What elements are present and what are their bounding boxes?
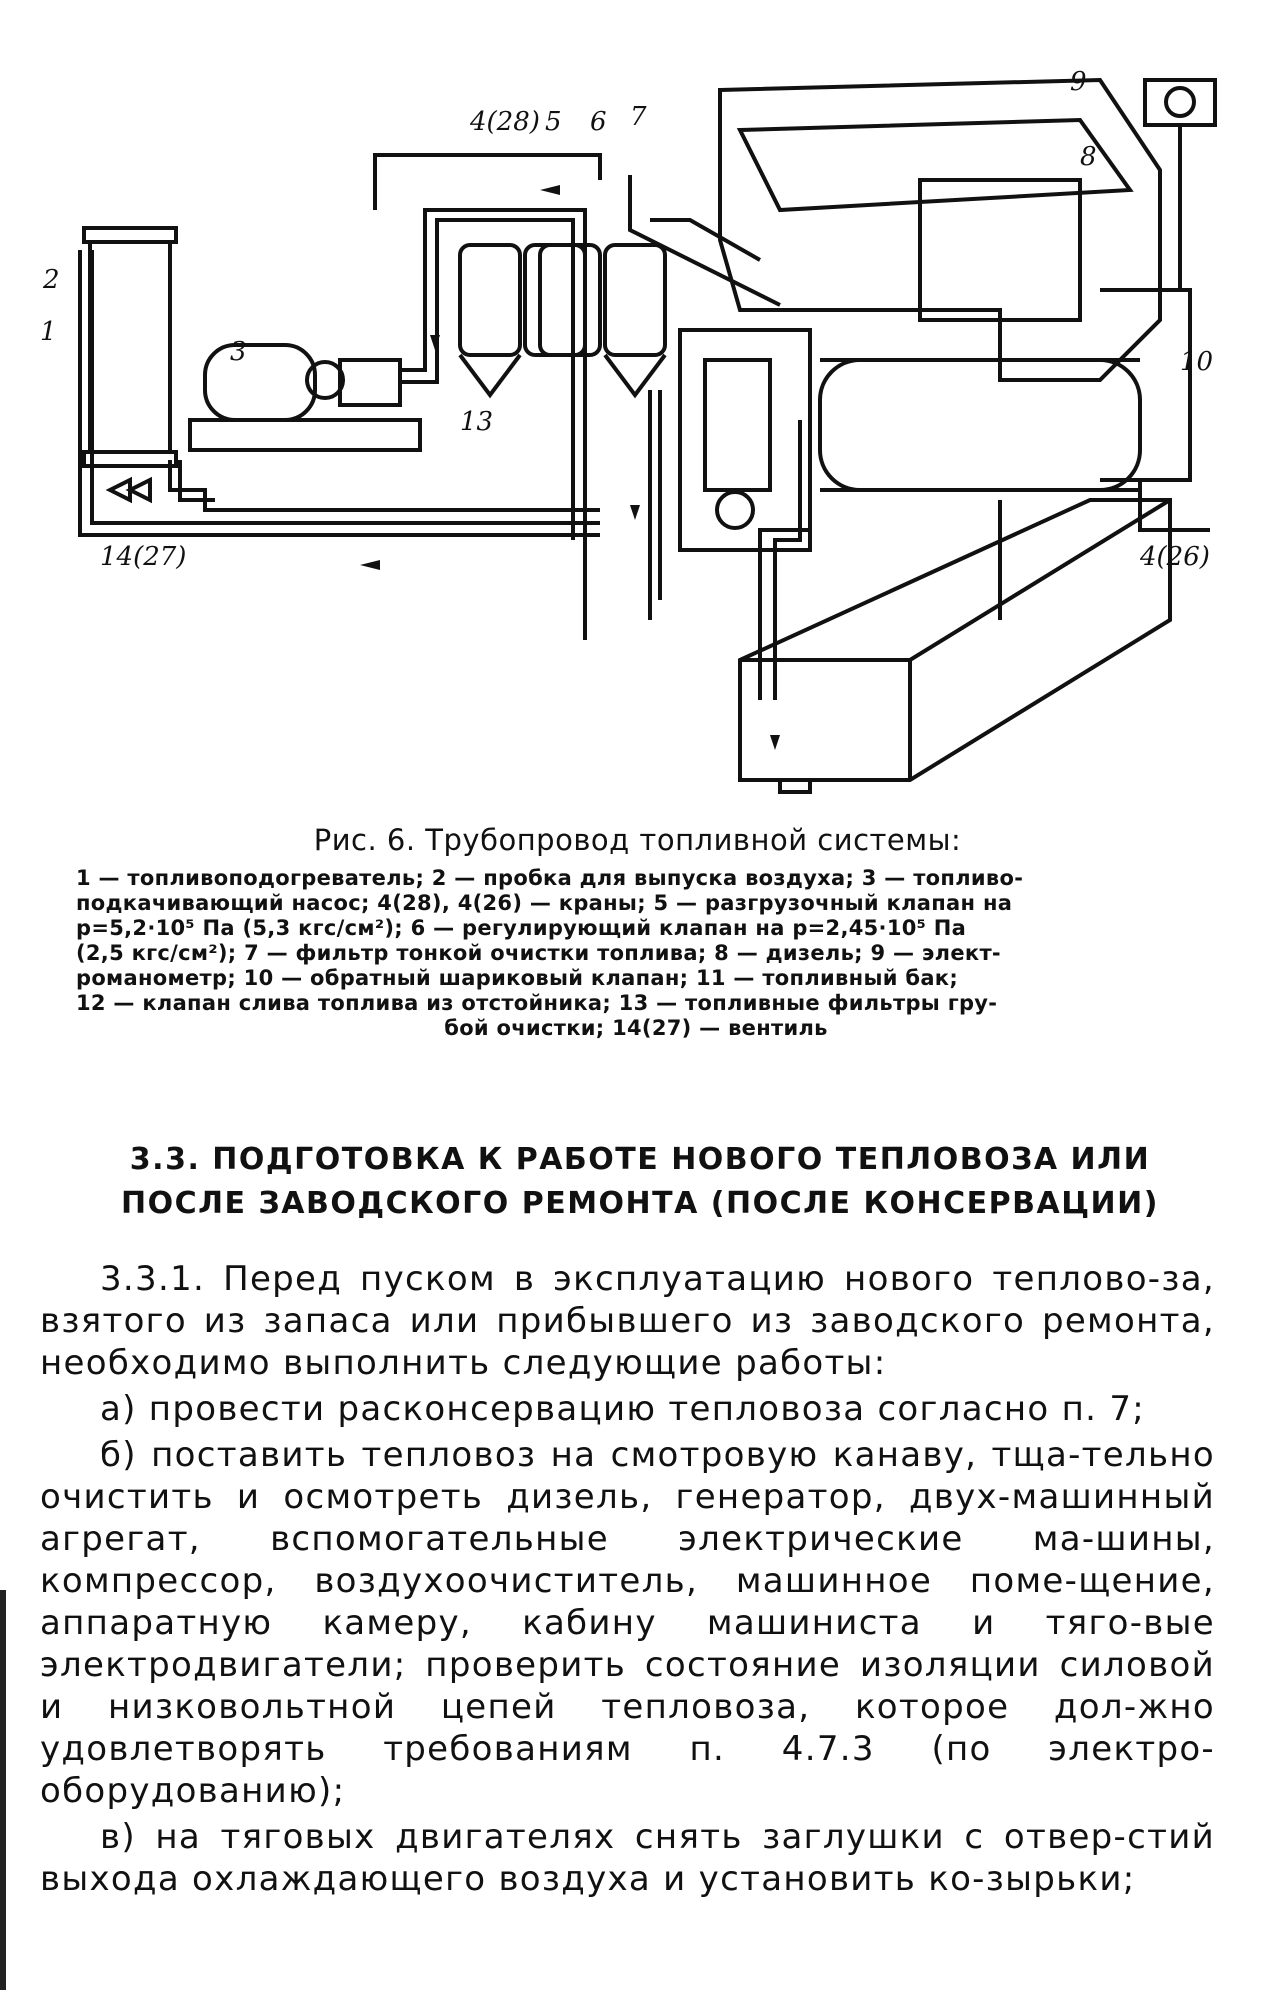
- legend-line: романометр; 10 — обратный шариковый клап…: [76, 966, 959, 990]
- paragraph-3-3-1: 3.3.1. Перед пуском в эксплуатацию новог…: [40, 1259, 1215, 1383]
- figure-caption-title: Рис. 6. Трубопровод топливной системы:: [313, 823, 962, 857]
- figure-legend: 1 — топливоподогреватель; 2 — пробка для…: [76, 866, 1196, 1041]
- label-7: 7: [630, 102, 647, 132]
- scan-edge-mark: [0, 1590, 6, 1990]
- legend-line: p=5,2·10⁵ Па (5,3 кгс/см²); 6 — регулиру…: [76, 916, 967, 940]
- label-5: 5: [545, 107, 562, 137]
- label-8: 8: [1080, 142, 1097, 172]
- label-1: 1: [40, 317, 57, 347]
- legend-line: 12 — клапан слива топлива из отстойника;…: [76, 991, 998, 1015]
- label-4-28: 4(28): [469, 107, 540, 137]
- fuel-heater: [88, 233, 172, 462]
- label-9: 9: [1070, 67, 1087, 97]
- label-2: 2: [42, 265, 60, 295]
- paragraph-a: а) провести расконсервацию тепловоза сог…: [100, 1389, 1146, 1429]
- label-4-26: 4(26): [1139, 542, 1210, 572]
- paragraph-b: б) поставить тепловоз на смотровую канав…: [40, 1435, 1215, 1811]
- legend-line: (2,5 кгс/см²); 7 — фильтр тонкой очистки…: [76, 941, 1001, 965]
- pump-motor: [203, 343, 317, 422]
- fuel-system-diagram: 2 1 3 4(28) 5 6 7 8 9 10 11 12 13 14(27)…: [40, 60, 1240, 847]
- label-11: 11: [895, 817, 928, 820]
- label-12: 12: [810, 817, 843, 820]
- label-10: 10: [1180, 347, 1213, 377]
- fuel-tank: [738, 498, 1172, 782]
- label-13: 13: [460, 407, 493, 437]
- section-heading: 3.3. ПОДГОТОВКА К РАБОТЕ НОВОГО ТЕПЛОВОЗ…: [60, 1138, 1220, 1226]
- body-text: 3.3.1. Перед пуском в эксплуатацию новог…: [40, 1258, 1215, 1904]
- label-3: 3: [230, 337, 247, 367]
- legend-line: подкачивающий насос; 4(28), 4(26) — кран…: [76, 891, 1013, 915]
- label-6: 6: [590, 107, 607, 137]
- label-14-27: 14(27): [100, 542, 186, 572]
- legend-line: бой очистки; 14(27) — вентиль: [444, 1016, 828, 1040]
- legend-line: 1 — топливоподогреватель; 2 — пробка для…: [76, 866, 1024, 890]
- section-heading-line-2: ПОСЛЕ ЗАВОДСКОГО РЕМОНТА (ПОСЛЕ КОНСЕРВА…: [121, 1186, 1159, 1221]
- regulator-block: [678, 328, 812, 552]
- fuel-system-drawing: 2 1 3 4(28) 5 6 7 8 9 10 11 12 13 14(27)…: [40, 67, 1217, 847]
- paragraph-v: в) на тяговых двигателях снять заглушки …: [40, 1817, 1215, 1899]
- section-heading-line-1: 3.3. ПОДГОТОВКА К РАБОТЕ НОВОГО ТЕПЛОВОЗ…: [129, 1142, 1151, 1177]
